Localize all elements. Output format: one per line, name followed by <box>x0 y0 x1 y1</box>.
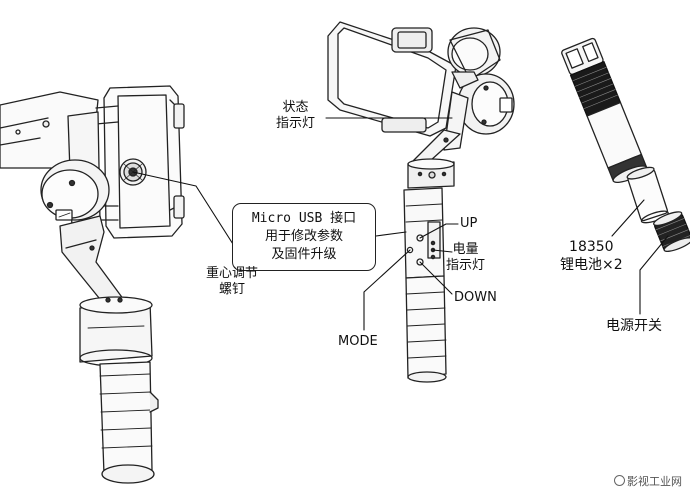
status-light-label: 状态 指示灯 <box>276 100 315 132</box>
watermark-logo-icon <box>614 475 625 486</box>
battery-model: 18350 <box>569 239 614 255</box>
left-gimbal <box>0 85 185 484</box>
status-light-line-1: 状态 <box>282 100 309 115</box>
watermark: 影视工业网 <box>614 473 682 489</box>
counterweight-screw-label: 重心调节 螺钉 <box>206 266 258 298</box>
battery-count: 锂电池×2 <box>560 257 623 273</box>
power-switch-label: 电源开关 <box>606 318 662 334</box>
leader-lines <box>132 117 669 331</box>
watermark-text: 影视工业网 <box>627 475 682 488</box>
battery-label: 18350 锂电池×2 <box>560 238 623 274</box>
mode-label: MODE <box>338 334 378 349</box>
usb-callout-line-1: Micro USB 接口 <box>251 211 357 226</box>
battery-light-line-1: 电量 <box>452 242 479 257</box>
usb-callout-line-3: 及固件升级 <box>271 247 337 262</box>
counterweight-screw-line-2: 螺钉 <box>219 282 246 297</box>
battery-light-line-2: 指示灯 <box>446 258 486 273</box>
usb-callout-box: Micro USB 接口 用于修改参数 及固件升级 <box>232 203 376 271</box>
down-label: DOWN <box>454 290 497 305</box>
center-gimbal <box>327 21 515 383</box>
battery-parts <box>561 37 690 252</box>
up-label: UP <box>460 216 478 231</box>
status-light-line-2: 指示灯 <box>276 116 316 131</box>
counterweight-screw-line-1: 重心调节 <box>206 266 259 281</box>
battery-light-label: 电量 指示灯 <box>446 242 485 274</box>
usb-callout-line-2: 用于修改参数 <box>264 229 343 244</box>
